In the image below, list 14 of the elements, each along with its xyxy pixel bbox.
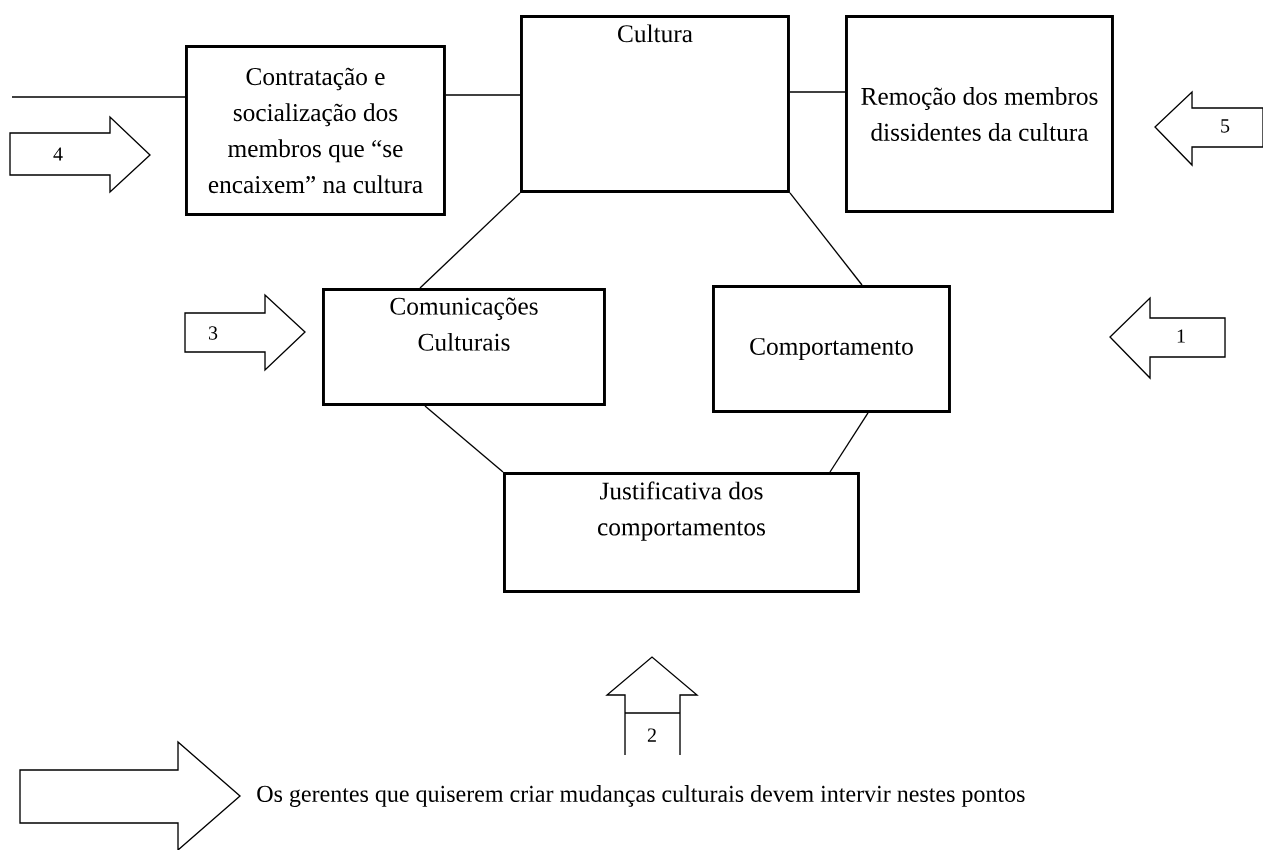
connector-line [829,412,869,473]
connector-line [445,94,521,96]
process-box: Justificativa dos comportamentos [503,472,860,593]
legend-text: Os gerentes que quiserem criar mudanças culturais devem intervir nestes pontos [257,785,1025,807]
process-box: Cultura [520,15,790,193]
process-box: Contratação e socialização dos membros que “se encaixem” na cultura [185,45,446,216]
process-box: Remoção dos membros dissidentes da cultura [845,15,1114,213]
process-box: Comportamento [712,285,951,413]
connector-line [789,192,863,286]
connector-line [11,96,186,98]
connector-line [789,91,846,93]
connector-line [419,192,521,289]
connector-line [424,405,504,473]
process-box: Comunicações Culturais [322,288,606,406]
